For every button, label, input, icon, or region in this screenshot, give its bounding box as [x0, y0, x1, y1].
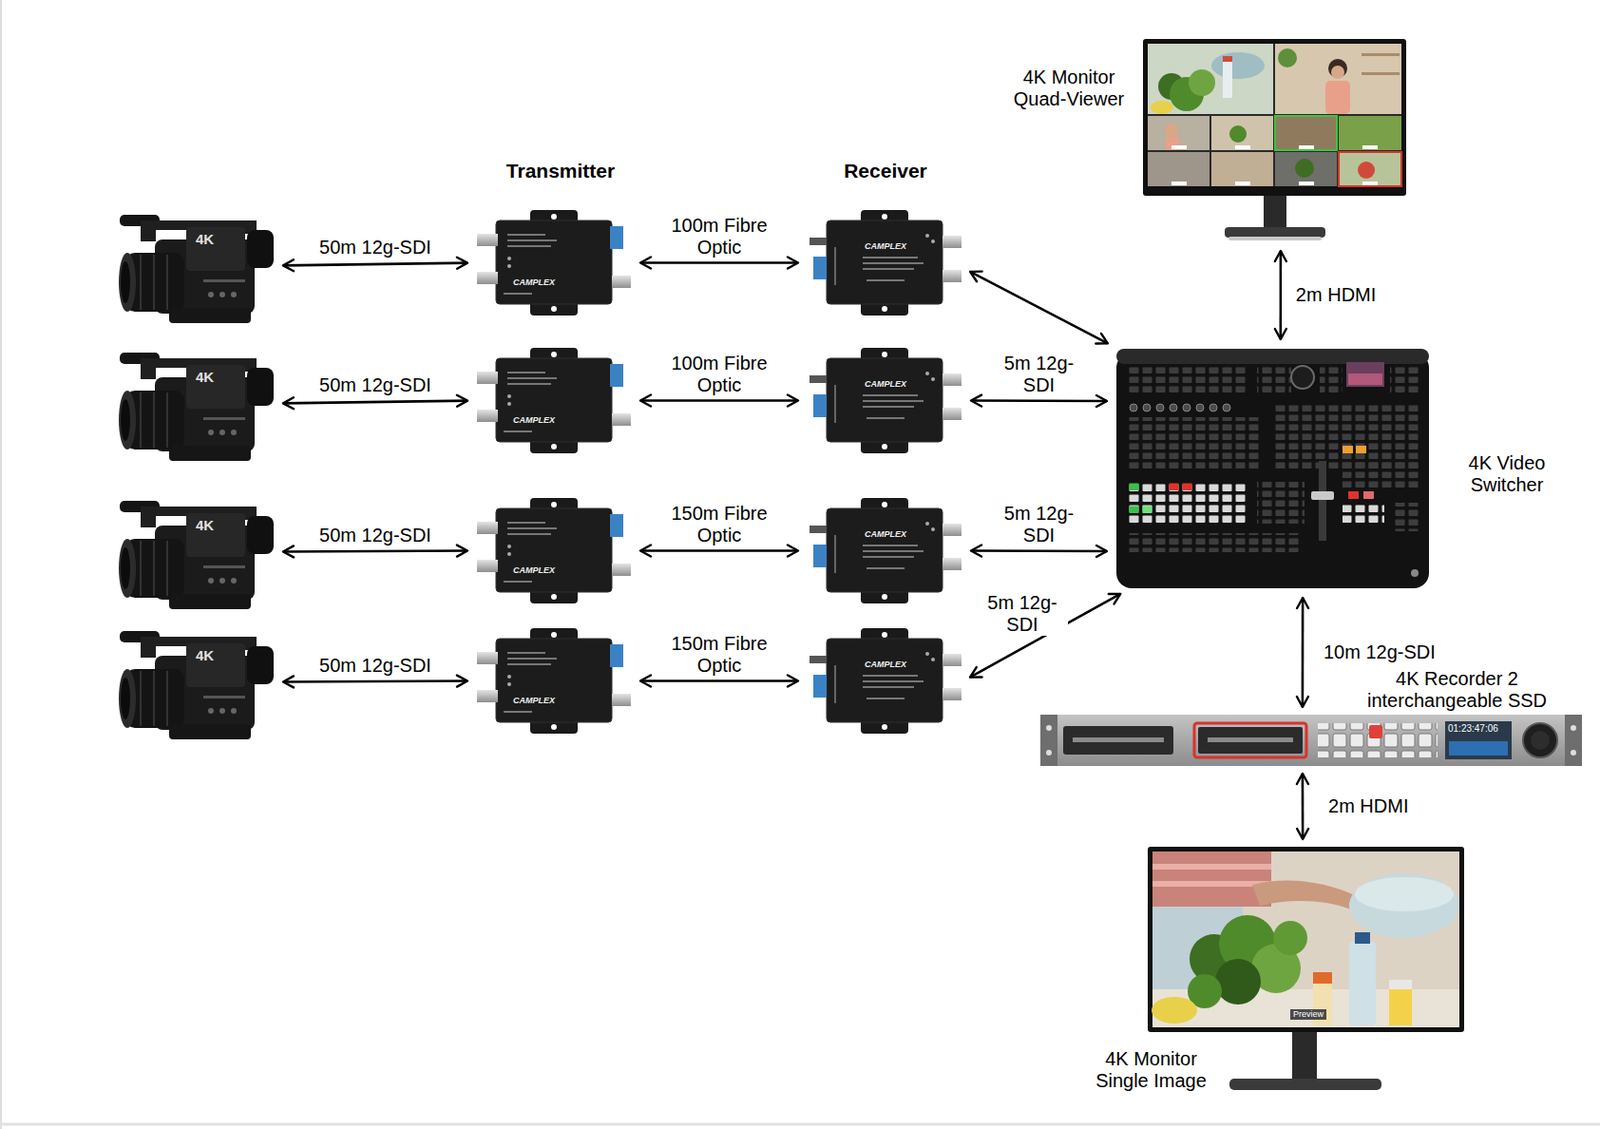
cable-label: 5m 12g-SDI — [976, 591, 1068, 636]
cable-connector — [640, 549, 799, 553]
cable-connector — [283, 549, 468, 553]
single-monitor: 4K Monitor Single ImagePreview — [1147, 846, 1465, 1092]
transmitter-picture — [476, 628, 631, 734]
device-label: 4K Video Switcher — [1459, 452, 1555, 496]
cable-connector — [640, 261, 799, 265]
column-heading: Transmitter — [506, 159, 615, 183]
camera-picture — [118, 352, 274, 461]
cable-label: 2m HDMI — [1294, 284, 1378, 306]
transmitter-picture — [476, 347, 631, 454]
cable-connector — [971, 549, 1107, 553]
camera-picture — [118, 214, 274, 324]
fibre-receiver: CAMPLEX — [805, 346, 964, 455]
cable-label: 50m 12g-SDI — [317, 654, 434, 677]
camera-picture — [118, 630, 274, 740]
cable-label: 100m Fibre Optic — [659, 214, 780, 259]
switcher-picture — [1116, 348, 1429, 589]
camera-badge: 4K — [195, 647, 214, 664]
brand-mark: CAMPLEX — [864, 379, 907, 390]
cable-connector — [283, 263, 468, 267]
camera-badge: 4K — [195, 516, 214, 534]
video-switcher: 4K Video Switcher — [1114, 346, 1431, 591]
camera-badge: 4K — [195, 230, 214, 248]
receiver-picture — [809, 497, 962, 604]
cable-label: 5m 12g-SDI — [993, 352, 1086, 397]
device-label: 4K Monitor Single Image — [1086, 1047, 1216, 1092]
monitor-picture — [1142, 38, 1407, 241]
brand-mark: CAMPLEX — [864, 529, 907, 540]
quad-monitor: 4K Monitor Quad-Viewer — [1142, 38, 1407, 244]
camera: 4K — [112, 617, 276, 746]
cable-label: 50m 12g-SDI — [317, 374, 434, 397]
recorder: 4K Recorder 2 interchangeable SSD01:23:4… — [1040, 714, 1582, 766]
screen-tag: Preview — [1290, 1009, 1327, 1020]
cable-label: 5m 12g-SDI — [993, 502, 1086, 547]
transmitter-picture — [476, 209, 631, 316]
fibre-receiver: CAMPLEX — [805, 627, 964, 735]
fibre-transmitter: CAMPLEX — [475, 346, 633, 455]
device-label: 4K Recorder 2 interchangeable SSD — [1354, 667, 1560, 712]
column-heading: Receiver — [843, 159, 928, 183]
receiver-picture — [809, 628, 962, 734]
brand-mark: CAMPLEX — [513, 565, 555, 576]
camera-badge: 4K — [195, 368, 214, 385]
cable-connector — [970, 271, 1108, 343]
fibre-transmitter: CAMPLEX — [475, 496, 633, 605]
drawing-part — [0, 1123, 1600, 1126]
transmitter-picture — [476, 497, 631, 604]
camera: 4K — [112, 201, 276, 330]
cable-label: 50m 12g-SDI — [317, 524, 434, 547]
cable-connector — [1301, 773, 1305, 839]
cable-connector — [1301, 597, 1305, 707]
fibre-transmitter: CAMPLEX — [475, 209, 633, 317]
brand-mark: CAMPLEX — [513, 695, 555, 706]
cable-label: 150m Fibre Optic — [659, 502, 780, 547]
recorder-picture — [1040, 714, 1582, 766]
brand-mark: CAMPLEX — [864, 659, 907, 670]
cable-connector — [640, 399, 799, 402]
cable-label: 100m Fibre Optic — [659, 352, 780, 397]
drawing-part — [0, 0, 2, 1129]
cable-connector — [283, 679, 468, 684]
fibre-transmitter: CAMPLEX — [475, 627, 633, 735]
brand-mark: CAMPLEX — [513, 415, 555, 426]
cable-connector — [283, 400, 468, 404]
brand-mark: CAMPLEX — [864, 241, 907, 252]
cable-label: 2m HDMI — [1326, 795, 1410, 818]
timecode-display: 01:23:47:06 — [1447, 723, 1499, 735]
camera: 4K — [112, 487, 276, 616]
cable-connector — [640, 679, 799, 683]
receiver-picture — [809, 347, 962, 454]
cable-label: 10m 12g-SDI — [1321, 641, 1438, 664]
camera-picture — [118, 500, 274, 610]
brand-mark: CAMPLEX — [513, 277, 555, 288]
cable-label: 50m 12g-SDI — [317, 236, 434, 259]
cable-connector — [1279, 250, 1283, 340]
receiver-picture — [809, 209, 962, 316]
camera: 4K — [112, 339, 276, 468]
fibre-receiver: CAMPLEX — [805, 209, 964, 317]
cable-connector — [971, 399, 1107, 402]
cable-label: 150m Fibre Optic — [659, 632, 780, 677]
fibre-receiver: CAMPLEX — [805, 496, 964, 605]
device-label: 4K Monitor Quad-Viewer — [1007, 66, 1131, 111]
